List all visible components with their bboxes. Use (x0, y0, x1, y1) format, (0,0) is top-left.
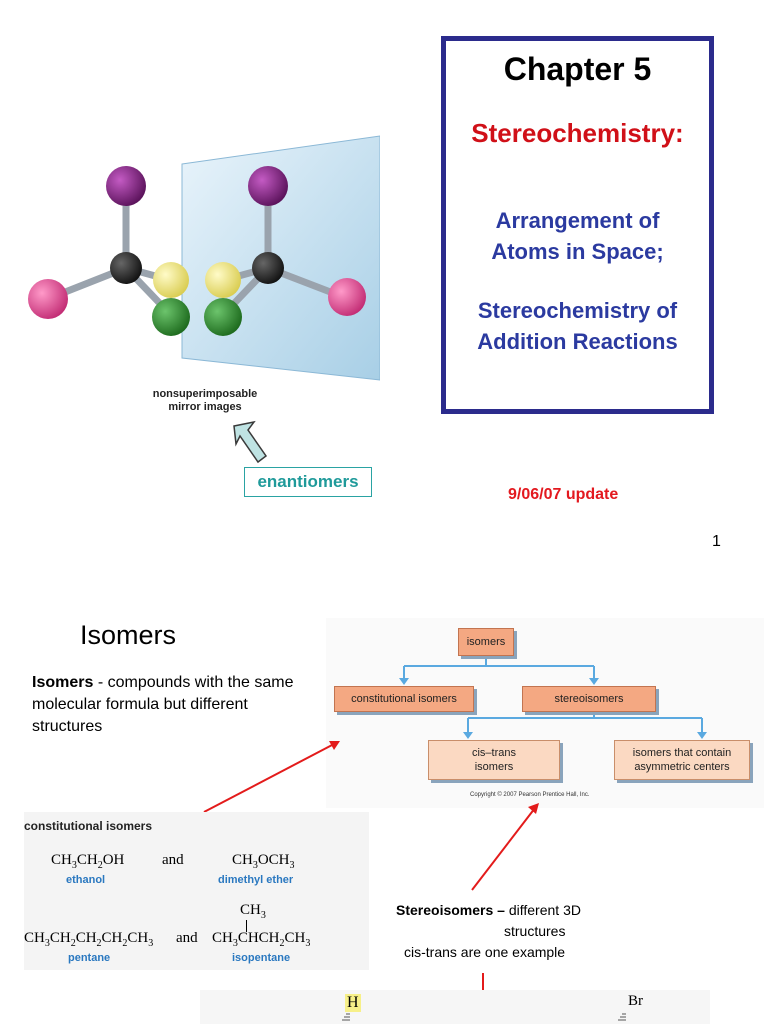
enantiomer-mirror-illustration (28, 135, 380, 381)
right-green-atom (204, 298, 242, 336)
left-yellow-atom (153, 262, 189, 298)
right-yellow-atom (205, 262, 241, 298)
and-text-2: and (176, 930, 198, 946)
dimethyl-ether-name: dimethyl ether (218, 874, 294, 886)
stereo-term: Stereoisomers – (396, 902, 505, 918)
and-text-1: and (162, 852, 184, 868)
asymmetric-centers-box: isomers that contain asymmetric centers (614, 740, 750, 780)
ethanol-formula: CH3CH2OH (51, 852, 125, 871)
hashed-bonds (342, 1013, 626, 1021)
page-number: 1 (712, 533, 721, 550)
left-green-atom (152, 298, 190, 336)
chapter-title: Chapter 5 (503, 51, 652, 87)
bromine-label: Br (628, 993, 643, 1009)
ethanol-name: ethanol (66, 874, 106, 886)
diagram-connectors (399, 658, 707, 739)
dimethyl-ether-formula: CH3OCH3 (232, 852, 295, 871)
pentane-formula: CH3CH2CH2CH2CH3 (24, 930, 154, 949)
stereo-line-1: Stereoisomers – different 3D (396, 900, 626, 921)
topic-2: Stereochemistry of Addition Reactions (446, 295, 709, 357)
caption-line-1: nonsuperimposable (152, 388, 258, 400)
pentane-name: pentane (68, 952, 111, 964)
cis-trans-line-2: isomers (474, 761, 514, 773)
bottom-structure-strip (200, 990, 710, 1024)
stereo-line-2: structures (504, 923, 566, 939)
constitutional-heading: constitutional isomers (24, 819, 153, 833)
chapter-title-box: Chapter 5 Stereochemistry: Arrangement o… (441, 36, 714, 414)
cis-trans-isomers-box: cis–trans isomers (428, 740, 560, 780)
chapter-subtitle: Stereochemistry: (471, 118, 684, 148)
isomers-box: isomers (458, 628, 514, 656)
hydrogen-label: H (345, 994, 361, 1012)
caption-line-2: mirror images (168, 401, 242, 413)
stereo-line-3: cis-trans are one example (404, 944, 566, 960)
right-carbon-atom (252, 252, 284, 284)
topic-1-line-2: Atoms in Space; (491, 239, 664, 264)
stereoisomers-definition: Stereoisomers – different 3D structures … (396, 900, 626, 963)
stereo-rest: different 3D (504, 902, 581, 918)
methyl-branch: CH3 (240, 902, 266, 921)
branch-bond (246, 920, 247, 932)
right-pink-atom (328, 278, 366, 316)
isomers-definition: Isomers - compounds with the same molecu… (32, 672, 312, 738)
asymmetric-line-1: isomers that contain (632, 747, 732, 759)
isopentane-formula: CH3CHCH2CH3 (212, 930, 311, 949)
right-purple-atom (248, 166, 288, 206)
isomers-title: Isomers (80, 620, 177, 650)
constitutional-isomers-panel: constitutional isomers CH3CH2OH and CH3O… (24, 812, 369, 970)
left-pink-atom (28, 279, 68, 319)
mirror-caption: nonsuperimposable mirror images (130, 388, 280, 414)
definition-text: - compounds with the same molecular form… (32, 674, 294, 735)
update-date: 9/06/07 update (508, 486, 619, 503)
enantiomers-label: enantiomers (244, 467, 372, 497)
copyright-text: Copyright © 2007 Pearson Prentice Hall, … (470, 792, 590, 798)
left-carbon-atom (110, 252, 142, 284)
asymmetric-line-2: asymmetric centers (634, 761, 730, 773)
definition-term: Isomers (32, 674, 94, 691)
isomer-diagram: isomers constitutional isomers stereoiso… (326, 618, 764, 808)
left-purple-atom (106, 166, 146, 206)
constitutional-isomers-box: constitutional isomers (334, 686, 474, 712)
topic-1: Arrangement of Atoms in Space; (446, 205, 709, 267)
topic-2-line-2: Addition Reactions (477, 329, 678, 354)
up-arrow-icon (233, 420, 268, 464)
topic-2-line-1: Stereochemistry of (477, 298, 678, 323)
isopentane-name: isopentane (232, 952, 291, 964)
topic-1-line-1: Arrangement of (495, 208, 660, 233)
cis-trans-line-1: cis–trans (471, 747, 517, 759)
stereoisomers-box: stereoisomers (522, 686, 656, 712)
